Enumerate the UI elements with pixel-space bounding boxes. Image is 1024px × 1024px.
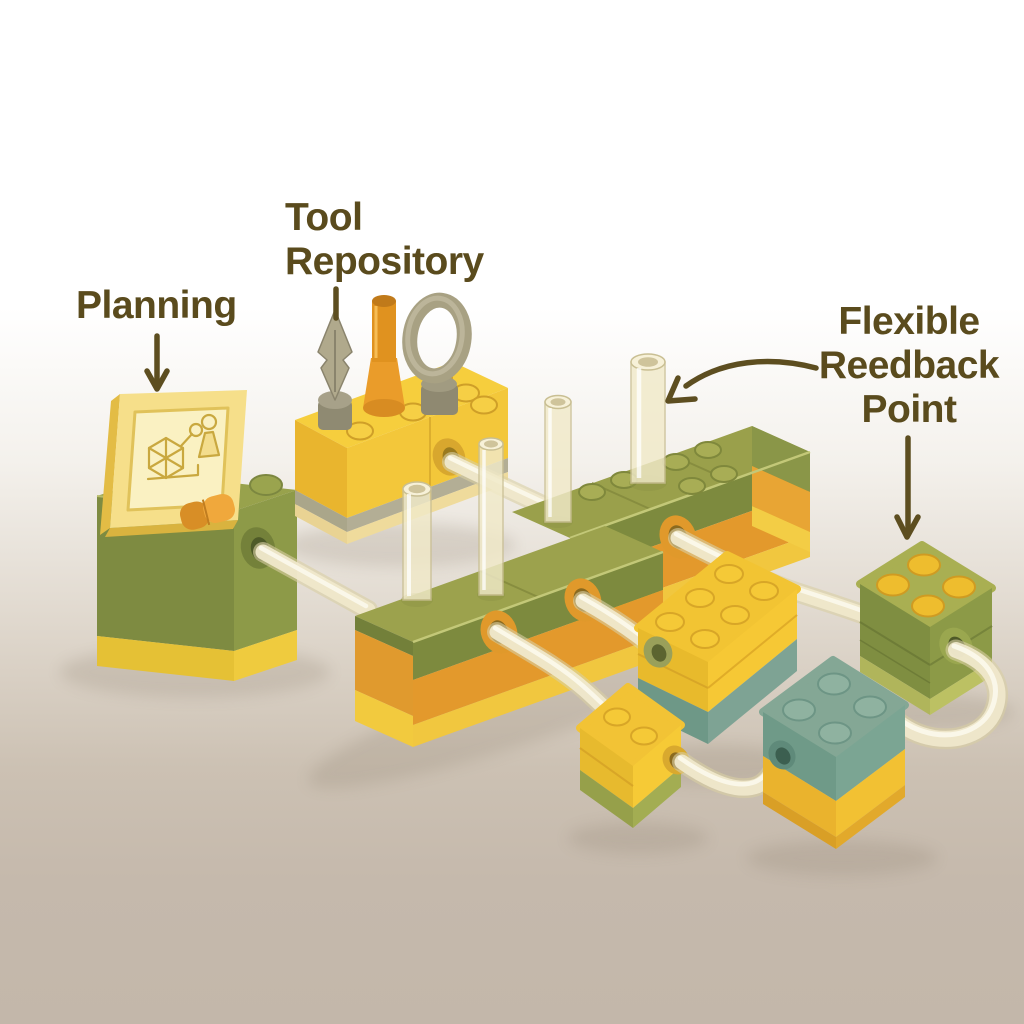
brick-right-stripe bbox=[930, 660, 992, 715]
pipeline-bar-lower-segment bbox=[355, 526, 664, 747]
planning-label-text: Planning bbox=[76, 284, 237, 327]
bar-end-orange bbox=[355, 630, 413, 716]
bar-front-olive-band bbox=[413, 552, 663, 680]
brick-right-face bbox=[633, 725, 681, 808]
planning-station-brick bbox=[96, 390, 297, 681]
brick-left-face bbox=[763, 712, 836, 801]
brick-front-base bbox=[97, 636, 234, 681]
bar-front-yellow-band bbox=[413, 635, 663, 747]
tablet-side-edge bbox=[100, 394, 120, 535]
brick-right-lip bbox=[836, 785, 905, 849]
bar-end-yellow bbox=[355, 690, 413, 747]
brick-left-stripe bbox=[295, 490, 347, 532]
bar-end-olive bbox=[355, 616, 413, 656]
feedback-loop-tube bbox=[882, 639, 1008, 750]
planning-arrow bbox=[144, 333, 170, 392]
brick-left-lip bbox=[763, 792, 836, 849]
studs bbox=[655, 564, 779, 649]
tool-repository-label-line1: Tool bbox=[285, 196, 363, 239]
peg-4-feedback-point bbox=[629, 353, 667, 491]
brick-left-face bbox=[295, 420, 347, 518]
yellow-teal-brick bbox=[634, 551, 801, 744]
bar-end-orange bbox=[752, 466, 810, 532]
small-yellow-cube bbox=[576, 683, 690, 828]
tool-repository-label: Tool Repository bbox=[285, 196, 484, 284]
flexible-label-line3: Point bbox=[861, 388, 957, 432]
tablet-diagram-drawing bbox=[146, 413, 221, 481]
peg-1 bbox=[401, 481, 433, 607]
studs bbox=[782, 672, 887, 745]
ring-tool bbox=[402, 292, 472, 415]
tube-port-hole bbox=[651, 644, 667, 662]
brick-right-face bbox=[836, 705, 905, 801]
flexible-feedback-point-label: Flexible Reedback Point bbox=[778, 300, 1024, 432]
brick-left-stripe bbox=[860, 656, 930, 715]
brick-left-stripe bbox=[580, 770, 633, 828]
planning-tablet bbox=[100, 390, 247, 537]
feedback-point-arrow bbox=[894, 435, 921, 540]
orange-capsule bbox=[179, 493, 235, 530]
planning-label: Planning bbox=[76, 284, 237, 328]
flexible-label-line1: Flexible bbox=[838, 300, 980, 343]
spear-tool bbox=[317, 309, 353, 430]
brick-left-lip bbox=[295, 504, 347, 544]
brick-right-base bbox=[234, 630, 297, 681]
orange-cylinder-tool bbox=[363, 295, 405, 417]
studs bbox=[876, 553, 976, 618]
stud bbox=[249, 474, 283, 496]
annotation-arrows bbox=[144, 286, 921, 540]
brick-left-teal-band bbox=[638, 678, 708, 744]
translucent-pegs bbox=[401, 353, 667, 607]
brick-left-yellow-band bbox=[763, 756, 836, 837]
studs bbox=[603, 707, 658, 746]
tool-repository-label-line2: Repository bbox=[285, 240, 484, 284]
peg-3 bbox=[543, 394, 573, 528]
bar-studs bbox=[578, 441, 738, 501]
bar-end-olive bbox=[752, 426, 810, 492]
brick-right-teal-band bbox=[708, 639, 797, 744]
flexible-label-line2: Reedback bbox=[818, 344, 1000, 388]
tube-port-hole bbox=[775, 747, 791, 765]
feedback-curved-arrow bbox=[665, 358, 819, 404]
bar-end-yellow bbox=[752, 506, 810, 552]
brick-right-face bbox=[347, 388, 508, 518]
brick-right-yellow-band bbox=[836, 749, 905, 837]
brick-left-face bbox=[860, 584, 930, 699]
teal-yellow-cube bbox=[759, 656, 909, 849]
brick-right-stripe bbox=[633, 767, 681, 828]
peg-2 bbox=[477, 437, 505, 601]
tablet-screen bbox=[126, 406, 230, 512]
tool-repository-brick bbox=[295, 292, 508, 544]
